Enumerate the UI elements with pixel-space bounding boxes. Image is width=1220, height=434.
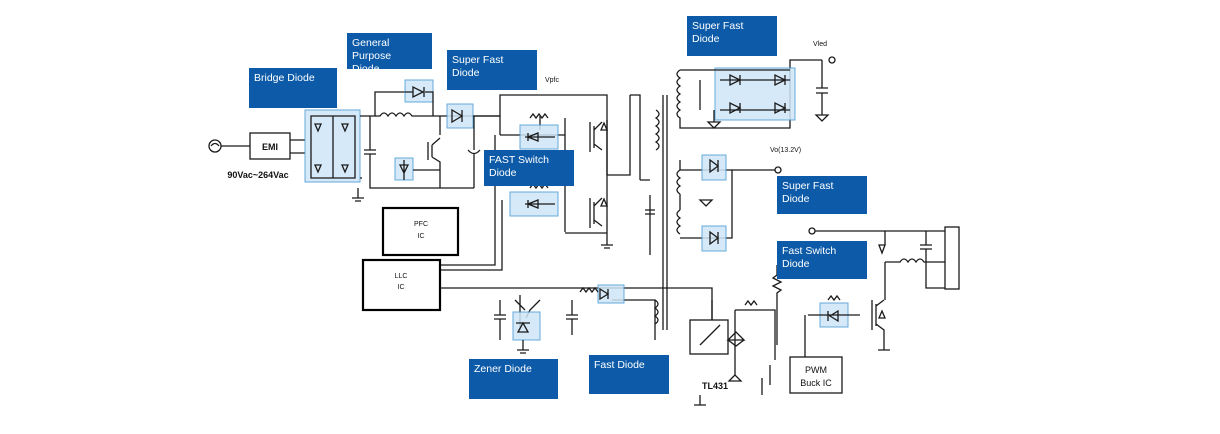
emi-label: EMI xyxy=(262,142,278,152)
schematic-labels: EMI 90Vac~264Vac PFC IC LLC IC PWM Buck … xyxy=(227,41,832,391)
callout-super-fast-diode-top: Super Fast Diode xyxy=(687,16,777,56)
vled-label: Vled xyxy=(813,41,827,48)
callout-fast-switch-diode-llc: FAST Switch Diode xyxy=(484,150,574,186)
pwm-ic-label: PWM xyxy=(805,365,827,375)
wiring xyxy=(208,56,960,406)
input-voltage-label: 90Vac~264Vac xyxy=(227,170,288,180)
callout-super-fast-diode-pfc: Super Fast Diode xyxy=(447,50,537,90)
optocoupler-box xyxy=(689,319,729,355)
emi-filter-box xyxy=(249,132,291,160)
tl431-label: TL431 xyxy=(702,381,728,391)
pfc-ic-label: PFC xyxy=(414,221,428,228)
vpfc-label: Vpfc xyxy=(545,77,560,84)
pfc-ic-box xyxy=(381,206,460,257)
llc-ic-box xyxy=(361,258,442,312)
pwm-ic-box xyxy=(789,356,843,394)
callout-general-purpose-diode: General Purpose Diode xyxy=(347,33,432,75)
callout-zener-diode: Zener Diode xyxy=(469,359,558,399)
callout-super-fast-diode-mid: Super Fast Diode xyxy=(777,176,867,214)
callout-fast-switch-diode-buck: Fast Switch Diode xyxy=(777,241,867,279)
callout-bridge-diode: Bridge Diode xyxy=(249,68,337,108)
pfc-ic-sublabel: IC xyxy=(418,233,425,240)
led-string-box xyxy=(944,226,960,290)
llc-ic-sublabel: IC xyxy=(398,284,405,291)
pwm-ic-sublabel: Buck IC xyxy=(800,378,832,388)
llc-ic-label: LLC xyxy=(395,273,408,280)
vo-label: Vo(13.2V) xyxy=(770,147,801,154)
callout-fast-diode: Fast Diode xyxy=(589,355,669,394)
